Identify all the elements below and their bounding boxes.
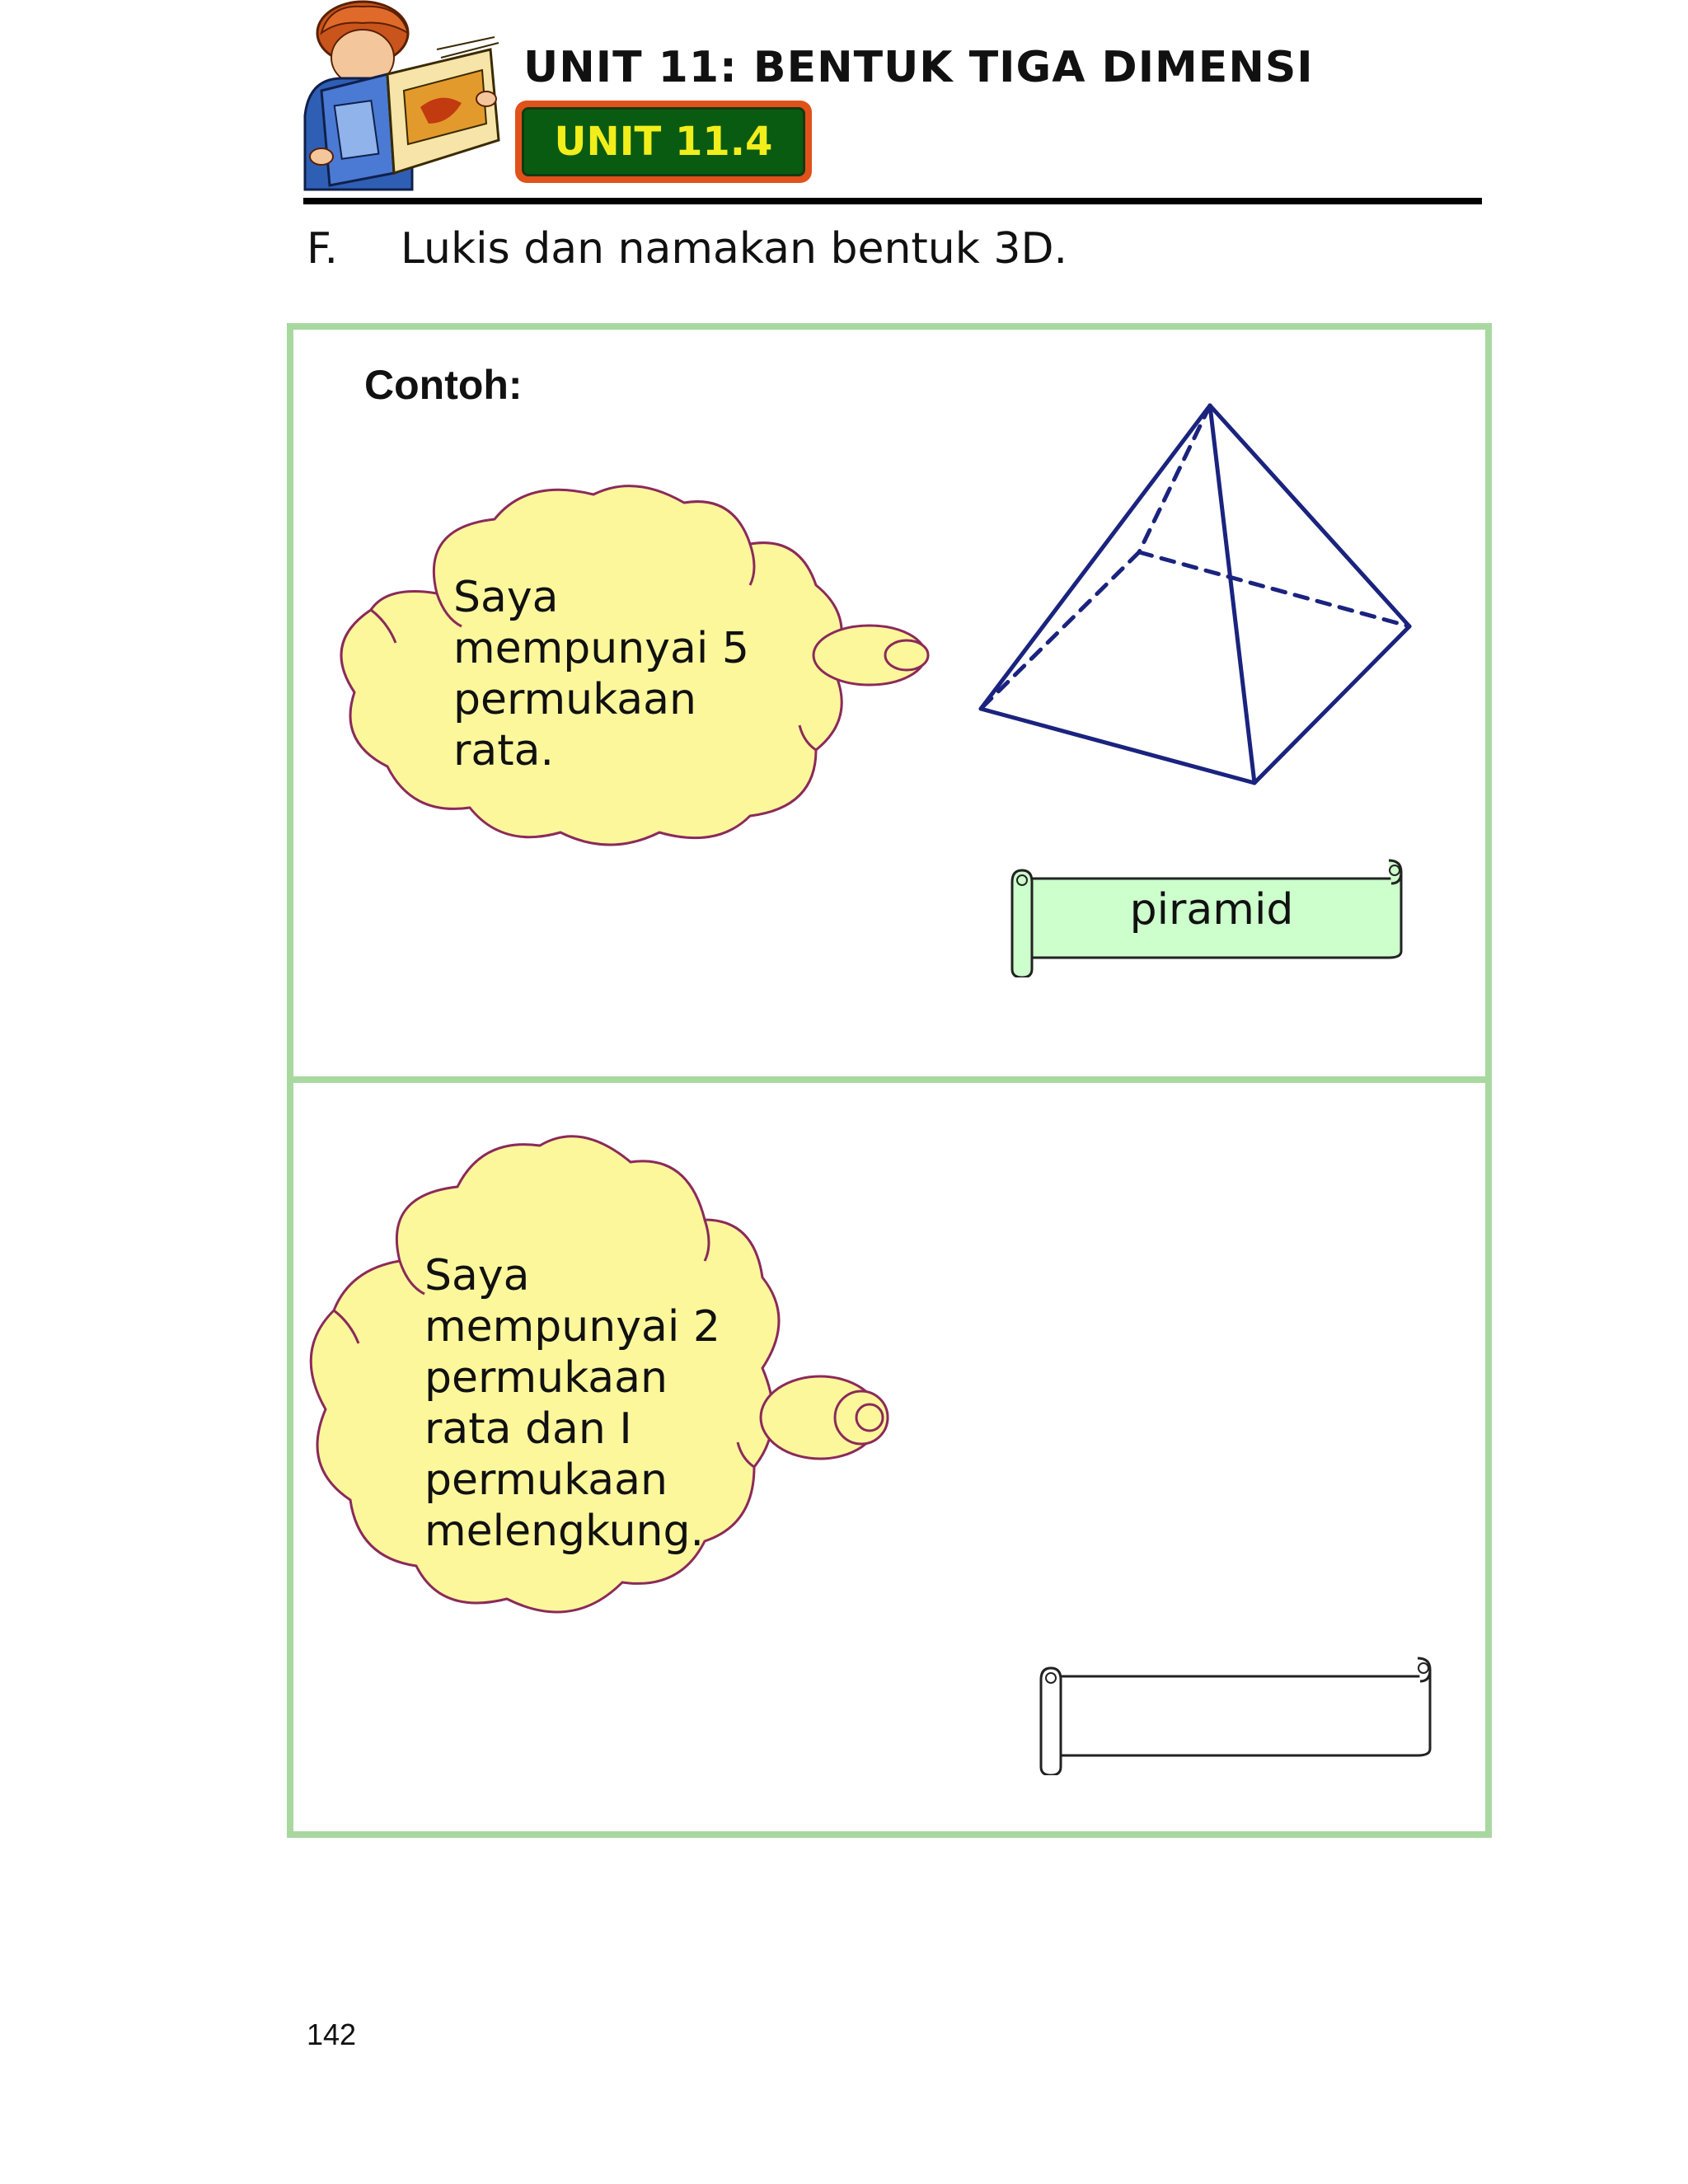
thought-line: Saya: [453, 573, 559, 622]
thought-line: mempunyai 5: [453, 624, 749, 673]
unit-badge: UNIT 11.4: [515, 101, 812, 183]
answer-scroll-example: [1010, 859, 1403, 977]
thought-line: Saya: [424, 1251, 530, 1301]
question-letter: F.: [307, 224, 339, 274]
pyramid-icon: [978, 403, 1412, 785]
page-number: 142: [307, 2018, 357, 2051]
answer-scroll-exercise[interactable]: [1026, 1652, 1438, 1775]
header-divider: [303, 198, 1482, 204]
panel-divider: [287, 1076, 1492, 1083]
thought-line: melengkung.: [424, 1507, 705, 1556]
answer-exercise[interactable]: [1063, 1685, 1418, 1742]
thought-line: permukaan: [453, 675, 696, 724]
thought-cloud-example: [340, 485, 930, 846]
boy-reading-book-illustration: [303, 0, 500, 191]
thought-line: rata dan I: [424, 1404, 632, 1454]
thought-line: rata.: [453, 726, 555, 776]
answer-example: piramid: [1129, 885, 1294, 935]
unit-badge-label: UNIT 11.4: [554, 119, 773, 165]
question-instruction: Lukis dan namakan bentuk 3D.: [401, 224, 1068, 274]
thought-text-example: Saya mempunyai 5 permukaan rata.: [453, 572, 750, 776]
thought-line: permukaan: [424, 1353, 668, 1403]
thought-line: mempunyai 2: [424, 1302, 720, 1352]
thought-line: permukaan: [424, 1455, 668, 1505]
unit-title: UNIT 11: BENTUK TIGA DIMENSI: [523, 43, 1314, 92]
example-label: Contoh:: [364, 362, 523, 408]
thought-text-exercise: Saya mempunyai 2 permukaan rata dan I pe…: [424, 1250, 754, 1557]
unit-badge-inner: UNIT 11.4: [522, 107, 805, 176]
thought-cloud-exercise: [309, 1135, 889, 1614]
